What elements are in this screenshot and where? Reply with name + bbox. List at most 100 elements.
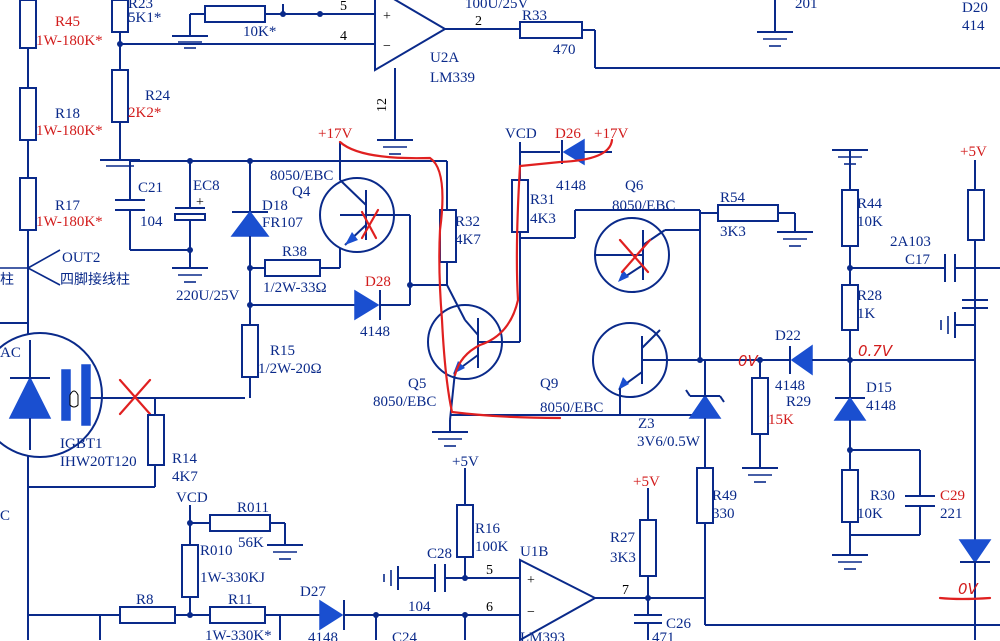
d18-value: FR107 [262,215,303,231]
r38-label: R38 [282,244,307,260]
c26-value: 471 [652,630,675,641]
red-x-mark-q6 [618,238,652,274]
r28-value: 1K [857,306,876,322]
resistor-r15 [241,304,355,398]
r010-value: 1W-330KJ [200,570,265,586]
d15-label: D15 [866,380,892,396]
r14-value: 4K7 [172,469,198,485]
z3-label: Z3 [638,416,655,432]
r54-value: 3K3 [720,224,746,240]
hand-cursor-icon [69,390,79,408]
resistor-r30 [832,469,868,570]
c21-value: 104 [140,214,163,230]
transistor-q4 [319,142,411,305]
diode-d18 [230,161,270,325]
d15-value: 4148 [866,398,896,414]
r38-value: 1/2W-33Ω [263,280,327,296]
r010-label: R010 [200,543,233,559]
red-underline-right [938,596,992,601]
q4-label: Q4 [292,184,311,200]
out2-terminal [0,249,61,286]
r28-label: R28 [857,288,882,304]
plus17v-label-a: +17V [318,126,352,142]
d28-label: D28 [365,274,391,290]
r17-label: R17 [55,198,81,214]
q6-label: Q6 [625,178,644,194]
ec8-label: EC8 [193,178,220,194]
r16-label: R16 [475,521,501,537]
r49-value: 330 [712,506,735,522]
r11-label: R11 [228,592,252,608]
r31-label: R31 [530,192,555,208]
diode-d15 [833,380,920,470]
q5-label: Q5 [408,376,426,392]
d20-value: 414 [962,18,985,34]
resistor-r17 [19,177,37,231]
r33-value: 470 [553,42,576,58]
plus5v-label-b: +5V [452,454,479,470]
vcd-label-a: VCD [505,126,537,142]
plus5v-label-a: +5V [960,144,987,160]
voltage-annotation-0v-right: 0V [958,580,980,598]
top-201-label: 201 [795,0,818,12]
resistor-r16 [456,468,474,578]
r32-label: R32 [455,214,480,230]
u2a-minus-pin: − [383,39,391,54]
r18-label: R18 [55,106,80,122]
r011-value: 56K [238,535,264,551]
r011-label: R011 [237,500,269,516]
r8-label: R8 [136,592,154,608]
ec8-value: 220U/25V [176,288,240,304]
d26-value: 4148 [556,178,586,194]
r44-label: R44 [857,196,883,212]
resistor-r31 [511,142,548,342]
resistor-r33 [519,21,1000,69]
resistor-r45 [19,0,37,49]
r31-value: 4K3 [530,211,556,227]
r45-value: 1W-180K* [36,33,103,49]
resistor-r49 [696,467,1000,626]
r14-label: R14 [172,451,198,467]
u2a-pin4: 4 [340,29,347,44]
diode-d26 [548,138,612,166]
r11-value: 1W-330K* [205,628,272,641]
out2-description: 四脚接线柱 [60,271,130,288]
d22-label: D22 [775,328,801,344]
top-right-ground [757,0,793,47]
u1b-plus-pin: + [527,573,535,588]
bottom-rail [28,599,520,640]
igbt-ac-label: AC [0,345,21,361]
c17-label: C17 [905,252,931,268]
c24-label: C24 [392,630,418,641]
capacitor-c29 [850,450,935,536]
r18-value: 1W-180K* [36,123,103,139]
r29-value: 15K [768,412,794,428]
u2a-pin12: 12 [375,98,390,112]
r17-value: 1W-180K* [36,214,103,230]
u1b-value: LM393 [520,630,565,641]
zener-z3 [685,360,725,468]
d22-value: 4148 [775,378,805,394]
q4-value: 8050/EBC [270,168,333,184]
u2a-label: U2A [430,50,459,66]
red-x-mark-gate [118,378,152,416]
resistor-r44 [832,149,868,285]
r54-label: R54 [720,190,746,206]
igbt1-symbol [0,322,245,640]
r27-label: R27 [610,530,636,546]
diode-d28 [354,289,410,321]
capacitor-c28 [383,564,520,592]
resistor-r54 [699,204,813,362]
d20-label: D20 [962,0,988,16]
q9-value: 8050/EBC [540,400,603,416]
plus5v-label-c: +5V [633,474,660,490]
out2-label: OUT2 [62,250,100,266]
plus17v-label-b: +17V [594,126,628,142]
r33-label: R33 [522,8,547,24]
r15-label: R15 [270,343,295,359]
voltage-annotation-0v: 0V [738,352,760,370]
igbt1-value: IHW20T120 [60,454,137,470]
transistor-q9 [592,322,700,415]
r30-label: R30 [870,488,895,504]
r44-value: 10K [857,214,883,230]
